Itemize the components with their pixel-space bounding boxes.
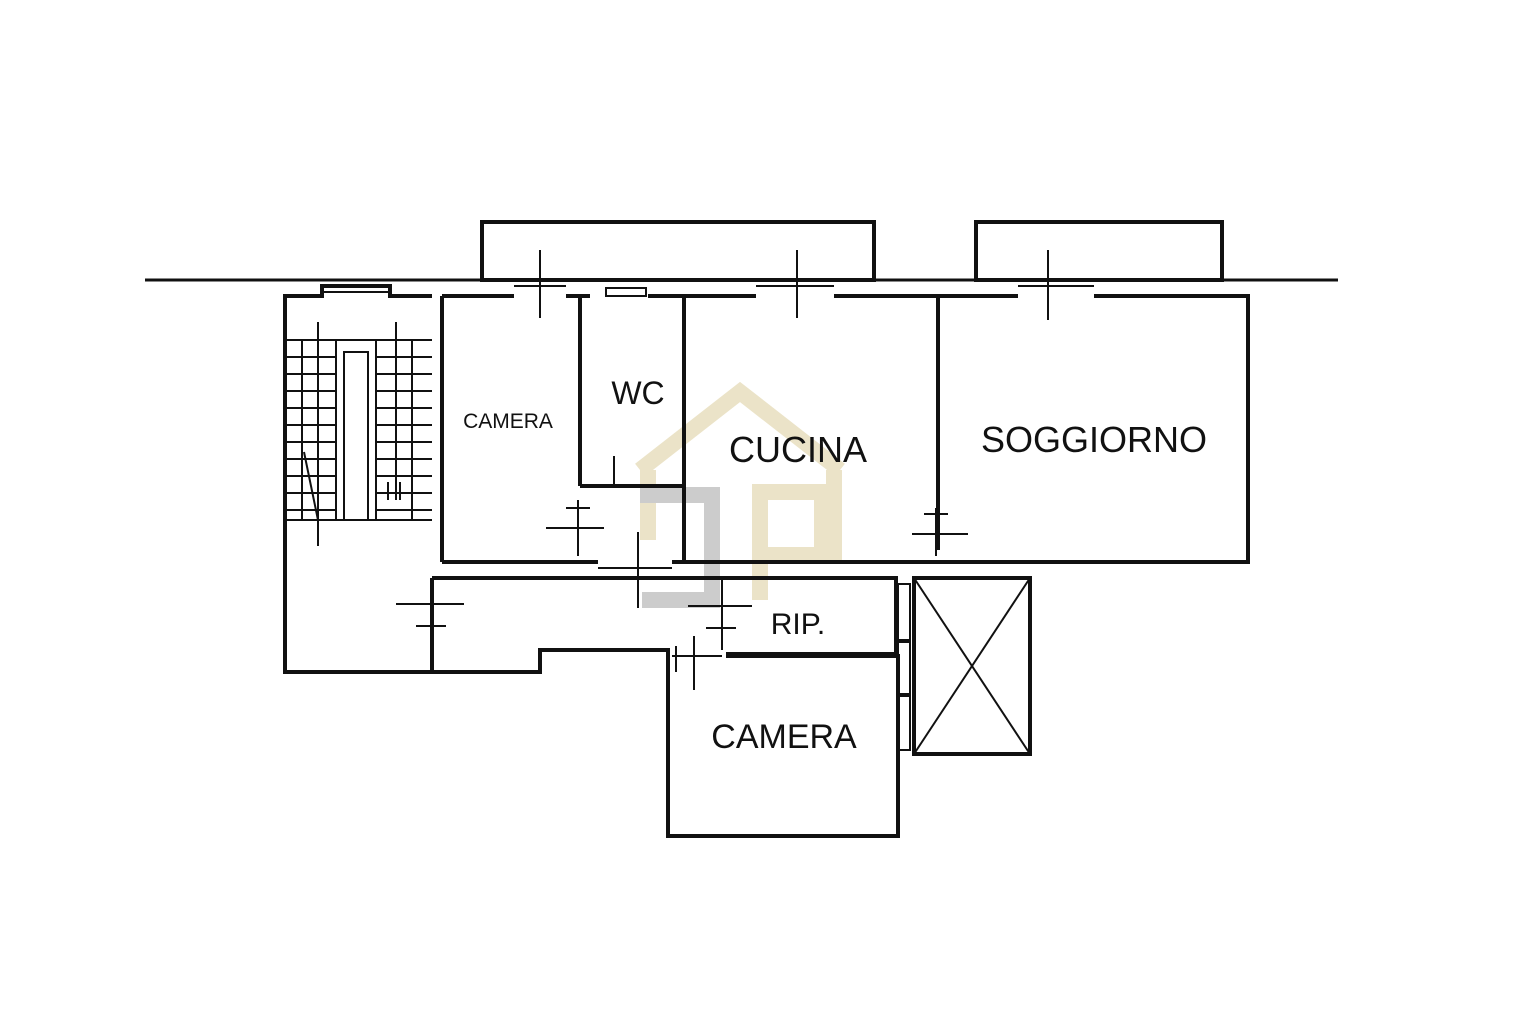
balcony-right [974,220,1224,282]
stair-treads [285,322,432,546]
watermark-logo [635,381,845,608]
stairwell [283,284,434,674]
balcony-left [480,220,876,282]
label-camera-large: CAMERA [711,718,857,756]
bedroom-large-walls [666,654,900,838]
label-soggiorno: SOGGIORNO [981,419,1207,460]
lightwell [897,576,1032,756]
label-ripostiglio: RIP. [771,608,825,641]
label-wc: WC [611,375,664,411]
door-symbols [396,250,1094,690]
apartment-walls [321,285,1250,564]
label-camera-small: CAMERA [463,410,553,433]
label-cucina: CUCINA [729,429,867,470]
